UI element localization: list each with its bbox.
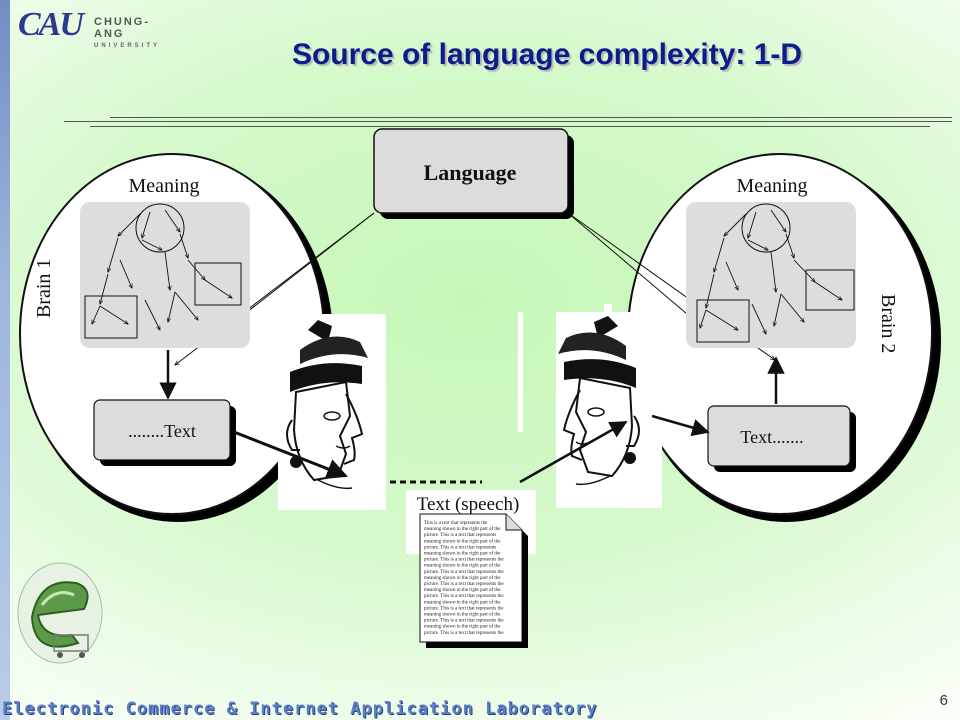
logo-university-sub: UNIVERSITY <box>94 43 161 49</box>
brain-1-label: Brain 1 <box>33 259 55 318</box>
title-rule-2 <box>64 121 952 122</box>
brain-2-text-box <box>707 405 856 472</box>
page-number: 6 <box>939 692 948 709</box>
brain-2-meaning-graph <box>686 202 856 348</box>
document-text-line: picture. This is a text that represents <box>424 545 496 550</box>
document-icon <box>419 513 528 648</box>
title-rule-1 <box>110 117 952 118</box>
e-commerce-logo <box>17 562 103 664</box>
footer-lab-name: Electronic Commerce & Internet Applicati… <box>2 699 598 719</box>
brain-2-text-label: Text....... <box>740 427 803 447</box>
document-text-line: meaning shown in the right part of the <box>424 625 501 630</box>
document-text-line: picture. This is a text that represents … <box>424 606 504 611</box>
brain-2-meaning-label: Meaning <box>736 175 807 197</box>
left-accent-bar <box>0 0 10 720</box>
text-to-mouth-arrow <box>233 430 348 479</box>
document-text-line: meaning shown in the right part of the <box>424 527 501 532</box>
person-2-head <box>556 304 662 508</box>
logo-university-main: CHUNG-ANG <box>94 16 150 40</box>
brain-1-meaning-label: Meaning <box>128 175 199 197</box>
logo-university-name: CHUNG-ANG UNIVERSITY <box>94 16 178 52</box>
document-text-line: meaning shown in the right part of the <box>424 552 501 557</box>
brain-1-text-box <box>93 399 236 466</box>
document-text-line: meaning shown in the right part of the <box>424 576 501 581</box>
brain-1-meaning-graph <box>80 202 250 348</box>
document-text-line: meaning shown in the right part of the <box>424 613 501 618</box>
speech-label: Text (speech) <box>417 494 520 515</box>
document-text-line: picture. This is a text that represents … <box>424 558 504 563</box>
slide-title: Source of language complexity: 1-D <box>291 38 803 71</box>
ear-to-text-arrow <box>651 414 710 437</box>
document-text-line: picture. This is a text that represents … <box>424 570 504 575</box>
logo-cau-text: CAU <box>18 6 84 43</box>
speech-to-ear-arrow <box>519 420 628 484</box>
document-text-line: This is a text that represents the <box>424 521 488 526</box>
language-box <box>373 128 574 219</box>
document-text-line: picture. This is a text that represents … <box>424 631 504 636</box>
language-label: Language <box>424 160 517 185</box>
separator-bar <box>518 312 523 432</box>
document-text-line: meaning shown in the right part of the <box>424 600 501 605</box>
document-text-line: picture. This is a text that represents <box>424 533 496 538</box>
brain-2-label: Brain 2 <box>877 294 899 353</box>
document-text-line: meaning shown in the right part of the <box>424 539 501 544</box>
brain-1-text-label: ........Text <box>128 421 196 441</box>
person-1-head <box>278 314 386 510</box>
document-text-line: picture. This is a text that represents … <box>424 619 504 624</box>
document-text-lines: This is a text that represents themeanin… <box>424 521 504 636</box>
document-text-line: meaning shown in the right part of the <box>424 588 501 593</box>
document-text-line: picture. This is a text that represents … <box>424 582 504 587</box>
university-logo: CAU CHUNG-ANG UNIVERSITY <box>18 6 178 50</box>
document-text-line: picture. This is a text that represents … <box>424 594 504 599</box>
title-rule-3 <box>90 126 930 127</box>
document-text-line: meaning shown in the right part of the <box>424 564 501 569</box>
language-to-brain2-line <box>567 212 701 326</box>
